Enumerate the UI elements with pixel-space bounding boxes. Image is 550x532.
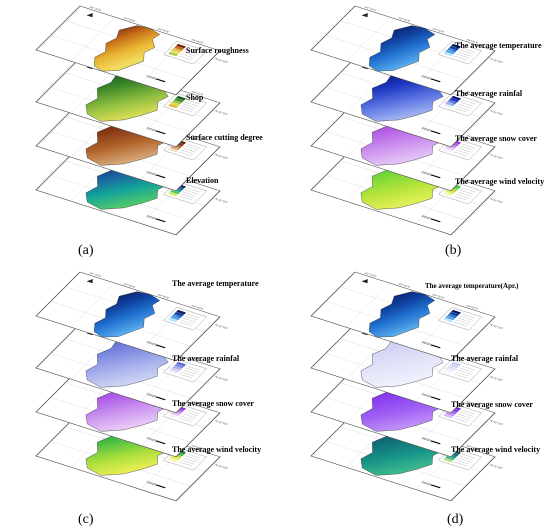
lat-tick-label: N.0£°EP	[489, 419, 504, 425]
layer-label-d-0: The average temperature(Apr.)	[425, 282, 519, 290]
lon-tick-label: 84°60'E	[191, 356, 205, 362]
map-layer-a-0: 84°30'E 84°40'E 84°50'E 84°60'E N.0£°EP	[35, 5, 229, 96]
lon-tick-label: 84°50'E	[157, 27, 171, 33]
lon-tick-label: 84°50'E	[157, 293, 171, 299]
lat-tick-label: N.0£°EP	[489, 463, 504, 469]
lon-tick-label: 84°30'E	[364, 272, 378, 278]
lon-tick-label: 84°50'E	[432, 293, 446, 299]
layer-label-d-1: The average rainfal	[451, 354, 519, 363]
lon-tick-label: 84°30'E	[89, 6, 103, 12]
lat-tick-label: N.0£°EP	[489, 375, 504, 381]
region-d-0	[368, 291, 436, 338]
region-c-0	[93, 291, 161, 338]
lon-tick-label: 84°60'E	[191, 304, 205, 310]
layer-label-c-3: The average wind velocity	[172, 445, 262, 454]
lon-tick-label: 84°60'E	[466, 90, 480, 96]
lon-tick-label: 84°40'E	[123, 283, 137, 289]
layer-stack-c: 84°30'E84°40'E84°50'E84°60'EN.0£°EP84°30…	[35, 271, 229, 502]
map-layer-c-0: 84°30'E 84°40'E 84°50'E 84°60'E N.0£°EP	[35, 271, 229, 362]
map-layer-b-0: 84°30'E 84°40'E 84°50'E 84°60'E N.0£°EP	[310, 5, 504, 96]
lon-tick-label: 84°60'E	[191, 444, 205, 450]
lon-tick-label: 84°60'E	[466, 356, 480, 362]
lat-tick-label: N.0£°EP	[214, 323, 229, 329]
layer-label-d-3: The average wind velocity	[451, 445, 541, 454]
lat-tick-label: N.0£°EP	[489, 153, 504, 159]
north-arrow-icon	[86, 279, 93, 284]
lat-tick-label: N.0£°EP	[214, 375, 229, 381]
lon-tick-label: 84°30'E	[89, 272, 103, 278]
north-arrow-icon	[361, 279, 368, 284]
lon-tick-label: 84°60'E	[191, 134, 205, 140]
lon-tick-label: 84°60'E	[466, 38, 480, 44]
lon-tick-label: 84°40'E	[398, 17, 412, 23]
lon-tick-label: 84°60'E	[466, 400, 480, 406]
layer-label-b-0: The average temperature	[455, 41, 542, 50]
panel-caption-a: (a)	[78, 243, 94, 258]
region-a-0	[93, 25, 161, 72]
lon-tick-label: 84°40'E	[123, 17, 137, 23]
layer-label-b-1: The average rainfal	[455, 89, 523, 98]
map-layer-d-0: 84°30'E 84°40'E 84°50'E 84°60'E N.0£°EP	[310, 271, 504, 362]
layer-label-b-3: The average wind velocity	[455, 177, 545, 186]
lat-tick-label: N.0£°EP	[489, 57, 504, 63]
lon-tick-label: 84°40'E	[398, 283, 412, 289]
layer-label-a-2: Surface cutting degree	[186, 133, 263, 142]
lat-tick-label: N.0£°EP	[489, 109, 504, 115]
layer-label-b-2: The average snow cover	[455, 134, 537, 143]
layer-label-c-0: The average temperature	[172, 279, 259, 288]
lat-tick-label: N.0£°EP	[214, 463, 229, 469]
panel-a: 84°30'E84°40'E84°50'E84°60'EN.0£°EP84°30…	[0, 0, 275, 266]
lat-tick-label: N.0£°EP	[489, 197, 504, 203]
lat-tick-label: N.0£°EP	[214, 57, 229, 63]
lon-tick-label: 84°60'E	[191, 38, 205, 44]
layer-label-a-1: Shop	[186, 93, 204, 102]
layer-stack-b: 84°30'E84°40'E84°50'E84°60'EN.0£°EP84°30…	[310, 5, 504, 236]
lon-tick-label: 84°50'E	[432, 27, 446, 33]
lon-tick-label: 84°60'E	[466, 304, 480, 310]
layer-label-c-1: The average rainfal	[172, 354, 240, 363]
panel-b: 84°30'E84°40'E84°50'E84°60'EN.0£°EP84°30…	[275, 0, 550, 266]
panel-caption-c: (c)	[78, 512, 94, 527]
lat-tick-label: N.0£°EP	[214, 153, 229, 159]
layer-label-c-2: The average snow cover	[172, 399, 254, 408]
layer-label-d-2: The average snow cover	[451, 400, 533, 409]
panel-d: 84°30'E84°40'E84°50'E84°60'EN.0£°EP84°30…	[275, 266, 550, 532]
layer-label-a-3: Elevation	[186, 176, 219, 185]
north-arrow-icon	[361, 13, 368, 18]
layer-stack-a: 84°30'E84°40'E84°50'E84°60'EN.0£°EP84°30…	[35, 5, 229, 236]
north-arrow-icon	[86, 13, 93, 18]
lon-tick-label: 84°60'E	[191, 178, 205, 184]
panel-c: 84°30'E84°40'E84°50'E84°60'EN.0£°EP84°30…	[0, 266, 275, 532]
lon-tick-label: 84°60'E	[466, 134, 480, 140]
lon-tick-label: 84°60'E	[466, 178, 480, 184]
lat-tick-label: N.0£°EP	[214, 419, 229, 425]
layer-label-a-0: Surface roughness	[186, 46, 249, 55]
panel-caption-b: (b)	[445, 243, 462, 258]
lon-tick-label: 84°30'E	[364, 6, 378, 12]
lat-tick-label: N.0£°EP	[489, 323, 504, 329]
lon-tick-label: 84°60'E	[191, 400, 205, 406]
panel-caption-d: (d)	[447, 512, 464, 527]
layer-stack-d: 84°30'E84°40'E84°50'E84°60'EN.0£°EP84°30…	[310, 271, 504, 502]
lon-tick-label: 84°60'E	[191, 90, 205, 96]
lon-tick-label: 84°60'E	[466, 444, 480, 450]
region-b-0	[368, 25, 436, 72]
lat-tick-label: N.0£°EP	[214, 197, 229, 203]
lat-tick-label: N.0£°EP	[214, 109, 229, 115]
